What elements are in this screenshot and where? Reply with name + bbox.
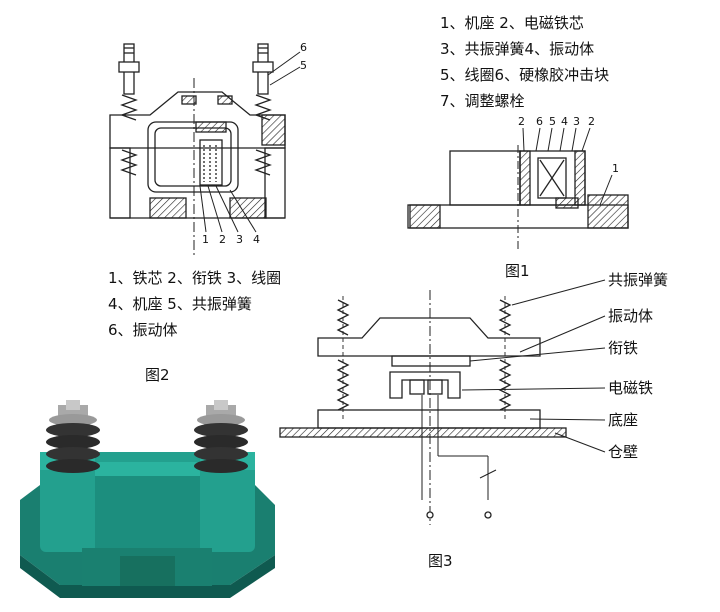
fig2-callout: 1: [202, 233, 209, 246]
photo-spring-left: [46, 423, 100, 437]
fig2-legend-line-3: 6、振动体: [108, 321, 178, 339]
fig1-legend-line-2: 3、共振弹簧4、振动体: [440, 40, 595, 58]
fig2-spring-left: [120, 94, 138, 121]
fig1-callout: 2: [518, 115, 525, 128]
fig3-label-silo-wall: 仓壁: [608, 443, 639, 461]
fig2-caption: 图2: [145, 366, 170, 384]
fig2-legend-line-2: 4、机座 5、共振弹簧: [108, 295, 252, 313]
fig1-vibrating-body: [449, 150, 521, 206]
fig2-legend-line-1: 1、铁芯 2、衔铁 3、线圈: [108, 269, 282, 287]
fig3-base: [317, 409, 541, 429]
fig3-caption: 图3: [428, 552, 453, 570]
fig1-caption: 图1: [505, 262, 530, 280]
fig2-callout: 6: [300, 41, 307, 54]
fig1-legend-line-1: 1、机座 2、电磁铁芯: [440, 14, 584, 32]
fig3-spring-bottom-left: [336, 359, 350, 411]
fig2-coil: [199, 139, 223, 186]
fig2-callout: 3: [236, 233, 243, 246]
fig1-callout: 1: [612, 162, 619, 175]
fig3-spring-bottom-right: [498, 359, 512, 411]
fig3-label-vibrating-body: 振动体: [608, 307, 654, 325]
fig3-drawing: [279, 279, 606, 525]
fig1-callout: 5: [549, 115, 556, 128]
photo-spring-right: [194, 423, 248, 437]
fig2-callout: 2: [219, 233, 226, 246]
fig2-drawing: [109, 43, 301, 258]
fig1-legend-line-3: 5、线圈6、硬橡胶冲击块: [440, 66, 610, 84]
fig1-callout: 4: [561, 115, 568, 128]
fig3-label-armature: 衔铁: [608, 339, 639, 357]
fig2-callout: 4: [253, 233, 260, 246]
fig1-coil: [537, 157, 567, 199]
fig3-electromagnet: [389, 371, 461, 399]
fig1-callout: 2: [588, 115, 595, 128]
fig3-label-base: 底座: [608, 411, 639, 429]
fig1-callout: 6: [536, 115, 543, 128]
fig2-spring-right: [254, 94, 272, 121]
fig3-armature: [391, 355, 471, 367]
fig3-label-electromagnet: 电磁铁: [608, 379, 654, 397]
fig3-label-resonant-spring: 共振弹簧: [608, 271, 669, 289]
fig3-silo-wall: [279, 427, 567, 438]
fig1-callout: 3: [573, 115, 580, 128]
fig1-drawing: [407, 127, 629, 250]
vibrator-photo: [20, 400, 275, 598]
fig2-callout: 5: [300, 59, 307, 72]
fig2-vibrating-body: [109, 91, 286, 149]
fig2-base-right: [229, 197, 267, 219]
fig2-base-left: [149, 197, 187, 219]
fig1-legend-line-4: 7、调整螺栓: [440, 92, 525, 110]
